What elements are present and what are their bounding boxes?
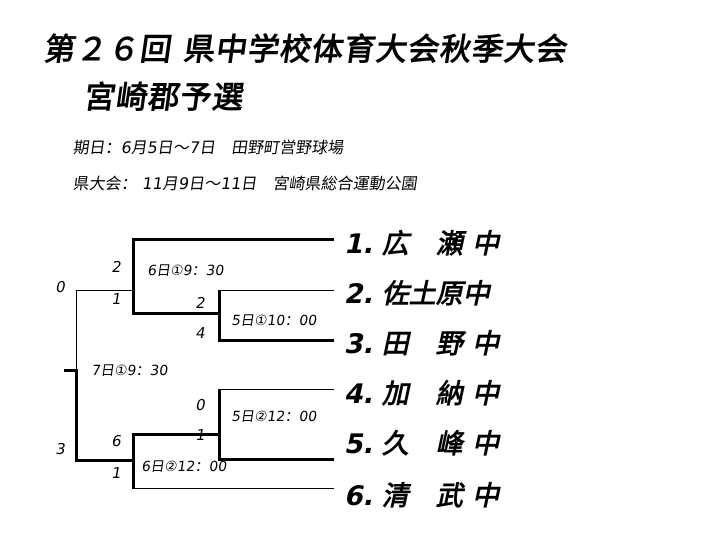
team-name: 田 野 中 [380, 329, 505, 360]
team-name: 久 峰 中 [380, 429, 505, 460]
team-entry: 4.加 納 中 [342, 372, 506, 411]
bracket-line-semi-bottom-vertical [132, 433, 135, 489]
bracket-line-qf-bottom-vertical [218, 389, 221, 459]
team-entry: 5.久 峰 中 [342, 422, 506, 461]
prefectural-tournament-info: 県大会： 11月9日～11日 宮崎県総合運動公園 [72, 174, 419, 193]
qf-bottom-score-bottom: 1 [194, 426, 208, 444]
qf-bottom-match-time: 5日②12：00 [230, 409, 319, 425]
team-name: 加 納 中 [380, 379, 505, 410]
bracket-line-qf-bottom-out [132, 433, 220, 436]
semi-top-match-time: 6日①9：30 [146, 263, 226, 279]
bracket-line-final-upper [76, 290, 77, 370]
bracket-line-team4 [218, 389, 334, 390]
bracket-line-final-lower [75, 369, 78, 461]
bracket-line-team2 [218, 290, 334, 291]
semi-bottom-score-winner: 6 [110, 432, 124, 450]
final-score-top: 0 [54, 278, 68, 296]
qf-bottom-score-top: 0 [194, 396, 208, 414]
team-name: 広 瀬 中 [380, 229, 505, 260]
semi-bottom-score-loser: 1 [110, 464, 124, 482]
bracket-line-qf-top-out [132, 312, 220, 315]
qf-top-score-bottom: 4 [194, 324, 208, 342]
team-name: 佐土原中 [380, 279, 495, 310]
qf-top-score-top: 2 [194, 294, 208, 312]
page-title: 第２６回 県中学校体育大会秋季大会 [42, 32, 571, 68]
team-entry: 1.広 瀬 中 [342, 222, 506, 261]
bracket-line-team3 [218, 339, 334, 342]
team-entry: 3.田 野 中 [342, 322, 506, 361]
bracket-line-final-bottom [75, 459, 134, 462]
semi-bottom-match-time: 6日②12：00 [140, 459, 229, 475]
bracket-line-team6 [132, 488, 334, 489]
final-match-time: 7日①9：30 [90, 363, 170, 379]
bracket-line-team5 [218, 458, 334, 461]
semi-top-score-loser: 1 [110, 290, 124, 308]
team-entry: 6.清 武 中 [342, 474, 506, 513]
bracket-line-final-stub [64, 369, 78, 372]
bracket-line-team1 [134, 238, 334, 241]
bracket-line-qf-top-vertical [218, 290, 221, 340]
page-subtitle: 宮崎郡予選 [82, 80, 248, 116]
team-name: 清 武 中 [380, 481, 505, 512]
final-score-bottom: 3 [54, 440, 68, 458]
team-entry: 2.佐土原中 [342, 272, 496, 311]
semi-top-score-winner: 2 [110, 258, 124, 276]
qf-top-match-time: 5日①10：00 [230, 313, 319, 329]
schedule-period: 期日：6月5日～7日 田野町営野球場 [72, 138, 346, 157]
bracket-line-semi-top-vertical [132, 238, 135, 314]
bracket-line-final-top [76, 290, 134, 291]
